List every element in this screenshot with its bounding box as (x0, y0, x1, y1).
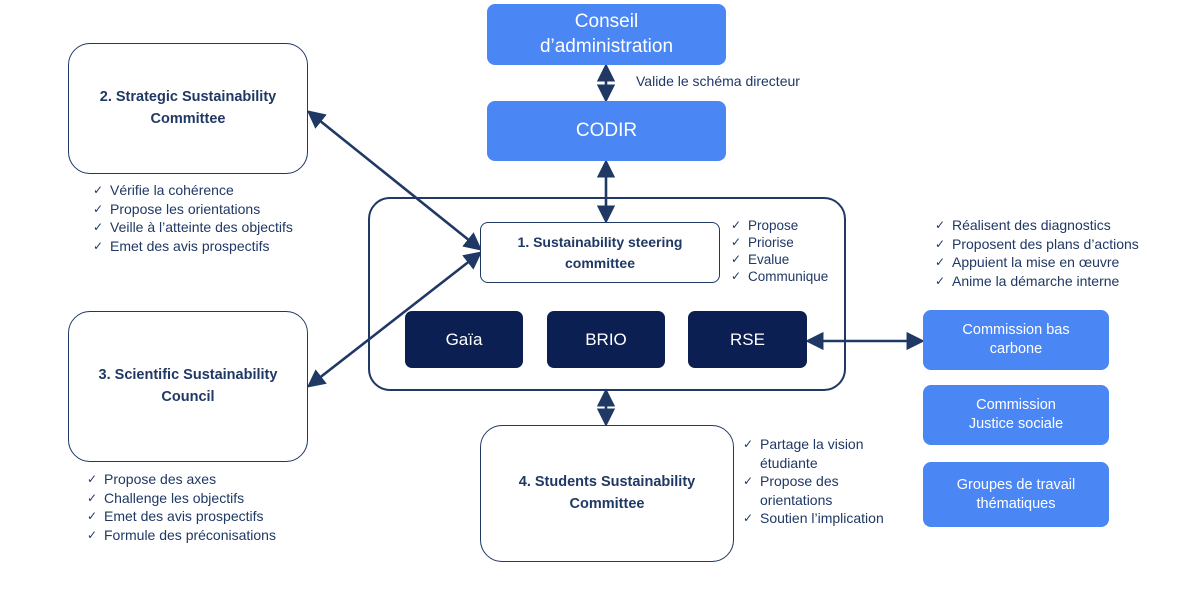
commissions-bullet: Appuient la mise en œuvre (935, 253, 1139, 272)
unit-rse: RSE (688, 311, 807, 368)
commission-label: Groupes de travail thématiques (956, 476, 1076, 512)
commission-bas-carbone: Commission bas carbone (923, 310, 1109, 370)
scientific-bullets: Propose des axes Challenge les objectifs… (87, 470, 276, 544)
unit-brio: BRIO (547, 311, 665, 368)
commission-label: Commission Justice sociale (968, 397, 1064, 432)
students-bullet: Partage la vision étudiante (743, 435, 884, 472)
board-link-label: Valide le schéma directeur (636, 73, 800, 89)
steering-bullet: Evalue (731, 251, 828, 268)
steering-bullets: Propose Priorise Evalue Communique (731, 217, 828, 285)
students-committee-box: 4. Students Sustainability Committee (480, 425, 734, 562)
codir-box: CODIR (487, 101, 726, 161)
strategic-title: 2. Strategic Sustainability Committee (99, 89, 277, 127)
steering-title-box: 1. Sustainability steering committee (480, 222, 720, 283)
steering-container (368, 197, 846, 391)
commissions-bullet: Réalisent des diagnostics (935, 216, 1139, 235)
steering-bullet: Communique (731, 268, 828, 285)
strategic-bullet: Veille à l’atteinte des objectifs (93, 218, 293, 237)
arrow-scientific-steering (306, 251, 483, 388)
unit-gaia: Gaïa (405, 311, 523, 368)
commissions-bullets: Réalisent des diagnostics Proposent des … (935, 216, 1139, 290)
commission-justice-sociale: Commission Justice sociale (923, 385, 1109, 445)
commissions-bullet: Proposent des plans d’actions (935, 235, 1139, 254)
scientific-title: 3. Scientific Sustainability Council (98, 367, 278, 405)
commissions-bullet: Anime la démarche interne (935, 272, 1139, 291)
scientific-bullet: Formule des préconisations (87, 526, 276, 545)
scientific-bullet: Propose des axes (87, 470, 276, 489)
students-title: 4. Students Sustainability Committee (518, 474, 696, 512)
strategic-bullet: Propose les orientations (93, 200, 293, 219)
students-bullet: Soutien l’implication (743, 509, 884, 528)
steering-bullet: Priorise (731, 234, 828, 251)
strategic-bullet: Emet des avis prospectifs (93, 237, 293, 256)
strategic-committee-box: 2. Strategic Sustainability Committee (68, 43, 308, 174)
arrow-strategic-steering (306, 110, 483, 251)
scientific-bullet: Emet des avis prospectifs (87, 507, 276, 526)
commission-label: Commission bas carbone (962, 322, 1070, 357)
board-label: Conseil d’administration (539, 10, 674, 57)
groupes-travail-thematiques: Groupes de travail thématiques (923, 462, 1109, 527)
strategic-bullet: Vérifie la cohérence (93, 181, 293, 200)
steering-bullet: Propose (731, 217, 828, 234)
scientific-bullet: Challenge les objectifs (87, 489, 276, 508)
scientific-council-box: 3. Scientific Sustainability Council (68, 311, 308, 462)
board-box: Conseil d’administration (487, 4, 726, 65)
codir-label: CODIR (575, 119, 638, 141)
steering-title: 1. Sustainability steering committee (517, 234, 683, 271)
strategic-bullets: Vérifie la cohérence Propose les orienta… (93, 181, 293, 255)
students-bullets: Partage la vision étudiante Propose des … (743, 435, 884, 528)
students-bullet: Propose des orientations (743, 472, 884, 509)
